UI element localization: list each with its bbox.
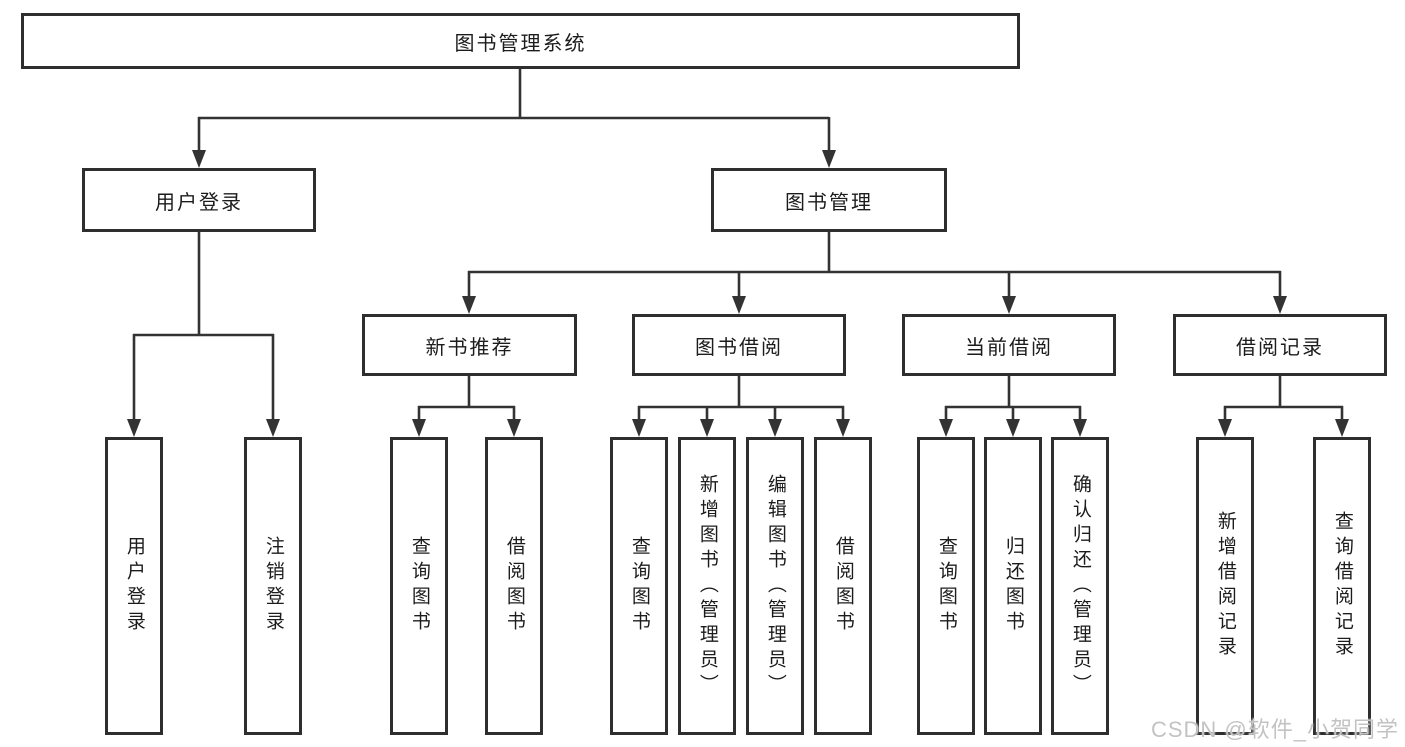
leaf-query-book-3-label: 查询图书 (935, 536, 957, 636)
leaf-query-borrow-record: 查询借阅记录 (1313, 437, 1371, 735)
leaf-return-book-label: 归还图书 (1002, 536, 1024, 636)
node-user-login-label: 用户登录 (155, 191, 243, 214)
leaf-borrow-book-2: 借阅图书 (814, 437, 872, 735)
leaf-query-book-3: 查询图书 (917, 437, 975, 735)
leaf-query-book-1-label: 查询图书 (408, 536, 430, 636)
node-borrow-record-label: 借阅记录 (1236, 336, 1324, 359)
leaf-borrow-book-2-label: 借阅图书 (832, 536, 854, 636)
leaf-query-book-1: 查询图书 (390, 437, 448, 735)
leaf-add-book-admin-label: 新增图书（管理员） (696, 473, 718, 699)
leaf-edit-book-admin: 编辑图书（管理员） (746, 437, 804, 735)
leaf-confirm-return-admin-label: 确认归还（管理员） (1069, 473, 1091, 699)
leaf-add-book-admin: 新增图书（管理员） (678, 437, 736, 735)
leaf-logout: 注销登录 (244, 437, 302, 735)
node-book-borrow: 图书借阅 (632, 314, 846, 376)
node-borrow-record: 借阅记录 (1173, 314, 1387, 376)
leaf-add-borrow-record-label: 新增借阅记录 (1214, 511, 1236, 661)
leaf-borrow-book-1-label: 借阅图书 (503, 536, 525, 636)
node-new-book-recommend: 新书推荐 (362, 314, 577, 376)
leaf-return-book: 归还图书 (984, 437, 1042, 735)
node-book-borrow-label: 图书借阅 (695, 336, 783, 359)
node-book-management: 图书管理 (711, 168, 947, 232)
leaf-confirm-return-admin: 确认归还（管理员） (1051, 437, 1109, 735)
leaf-user-login: 用户登录 (105, 437, 163, 735)
leaf-add-borrow-record: 新增借阅记录 (1196, 437, 1254, 735)
leaf-query-book-2: 查询图书 (610, 437, 668, 735)
leaf-query-borrow-record-label: 查询借阅记录 (1331, 511, 1353, 661)
node-current-borrow-label: 当前借阅 (965, 336, 1053, 359)
leaf-query-book-2-label: 查询图书 (628, 536, 650, 636)
node-root-label: 图书管理系统 (454, 32, 587, 55)
node-book-management-label: 图书管理 (785, 191, 873, 214)
node-root-system: 图书管理系统 (21, 13, 1020, 69)
node-new-book-recommend-label: 新书推荐 (425, 336, 514, 359)
csdn-watermark: CSDN @软件_小贺同学 (1150, 717, 1399, 742)
node-current-borrow: 当前借阅 (902, 314, 1116, 376)
leaf-logout-label: 注销登录 (262, 536, 284, 636)
leaf-edit-book-admin-label: 编辑图书（管理员） (764, 473, 786, 699)
leaf-borrow-book-1: 借阅图书 (485, 437, 543, 735)
node-user-login: 用户登录 (82, 168, 316, 232)
leaf-user-login-label: 用户登录 (123, 536, 145, 636)
